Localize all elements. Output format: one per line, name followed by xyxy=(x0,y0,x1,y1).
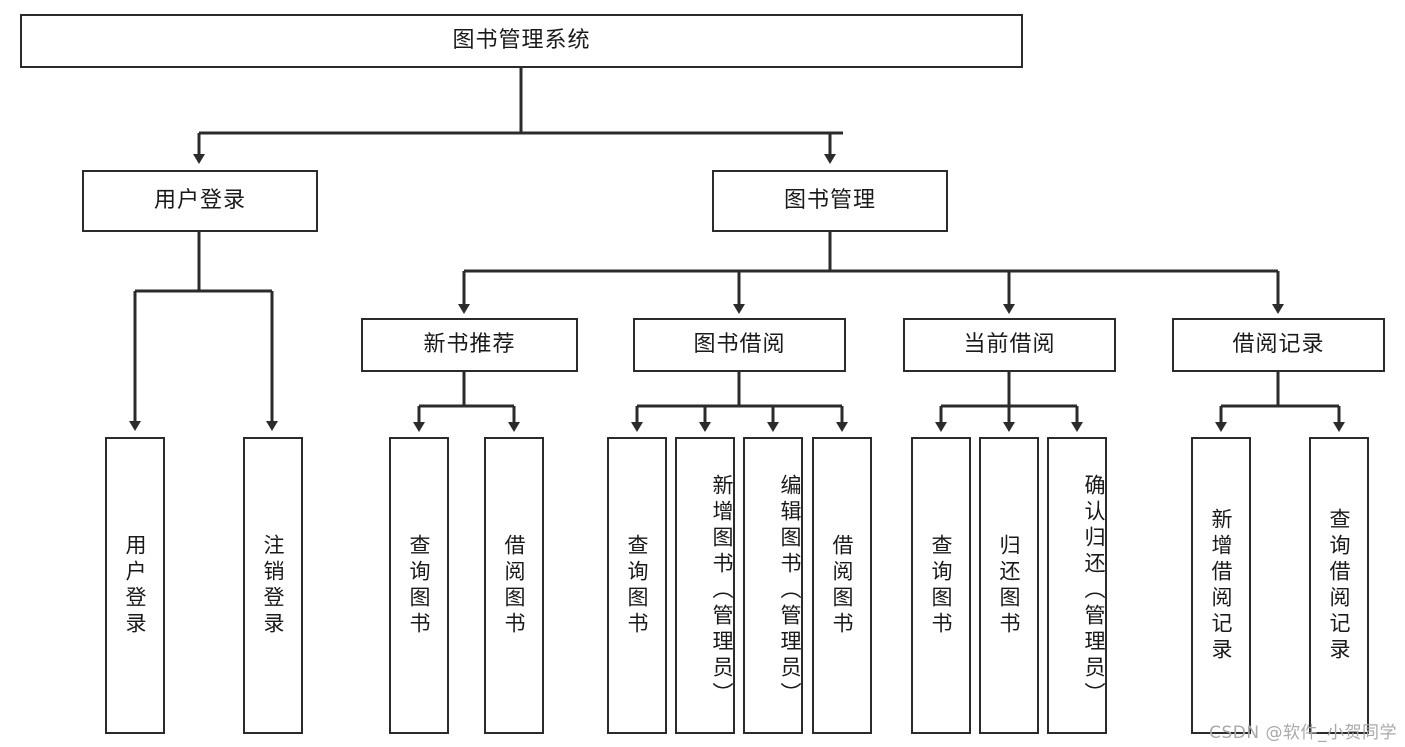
leaf-label: 查询图书 xyxy=(407,533,432,638)
leaf-label: 查询图书 xyxy=(625,533,650,638)
node-book-management[interactable]: 图书管理 xyxy=(712,170,948,232)
leaf-current-borrow-query-book[interactable]: 查询图书 xyxy=(911,437,971,734)
leaf-user-login-login[interactable]: 用户登录 xyxy=(105,437,165,734)
node-root-library-system[interactable]: 图书管理系统 xyxy=(20,14,1023,68)
leaf-user-login-logout[interactable]: 注销登录 xyxy=(243,437,303,734)
leaf-current-borrow-confirm-return-admin[interactable]: 确认归还（管理员） xyxy=(1047,437,1107,734)
leaf-label: 查询图书 xyxy=(929,533,954,638)
leaf-label: 用户登录 xyxy=(123,533,148,638)
leaf-label: 查询借阅记录 xyxy=(1327,507,1352,664)
leaf-borrow-record-add-record[interactable]: 新增借阅记录 xyxy=(1191,437,1251,734)
leaf-label: 注销登录 xyxy=(261,533,286,638)
node-borrow-record[interactable]: 借阅记录 xyxy=(1172,318,1385,372)
leaf-borrow-book-edit-book-admin[interactable]: 编辑图书（管理员） xyxy=(743,437,803,734)
leaf-label: 新增借阅记录 xyxy=(1209,507,1234,664)
node-current-borrow[interactable]: 当前借阅 xyxy=(903,318,1116,372)
leaf-borrow-book-borrow-book[interactable]: 借阅图书 xyxy=(812,437,872,734)
leaf-borrow-book-query-book[interactable]: 查询图书 xyxy=(607,437,667,734)
node-book-borrow[interactable]: 图书借阅 xyxy=(633,318,846,372)
node-new-book-recommend[interactable]: 新书推荐 xyxy=(361,318,578,372)
leaf-current-borrow-return-book[interactable]: 归还图书 xyxy=(979,437,1039,734)
leaf-borrow-book-add-book-admin[interactable]: 新增图书（管理员） xyxy=(675,437,735,734)
leaf-new-book-borrow-book[interactable]: 借阅图书 xyxy=(484,437,544,734)
leaf-label: 新增图书（管理员） xyxy=(710,473,734,708)
leaf-new-book-query-book[interactable]: 查询图书 xyxy=(389,437,449,734)
leaf-borrow-record-query-record[interactable]: 查询借阅记录 xyxy=(1309,437,1369,734)
node-user-login[interactable]: 用户登录 xyxy=(82,170,318,232)
leaf-label: 确认归还（管理员） xyxy=(1082,473,1106,708)
leaf-label: 借阅图书 xyxy=(830,533,855,638)
leaf-label: 借阅图书 xyxy=(502,533,527,638)
leaf-label: 归还图书 xyxy=(997,533,1022,638)
leaf-label: 编辑图书（管理员） xyxy=(778,473,802,708)
